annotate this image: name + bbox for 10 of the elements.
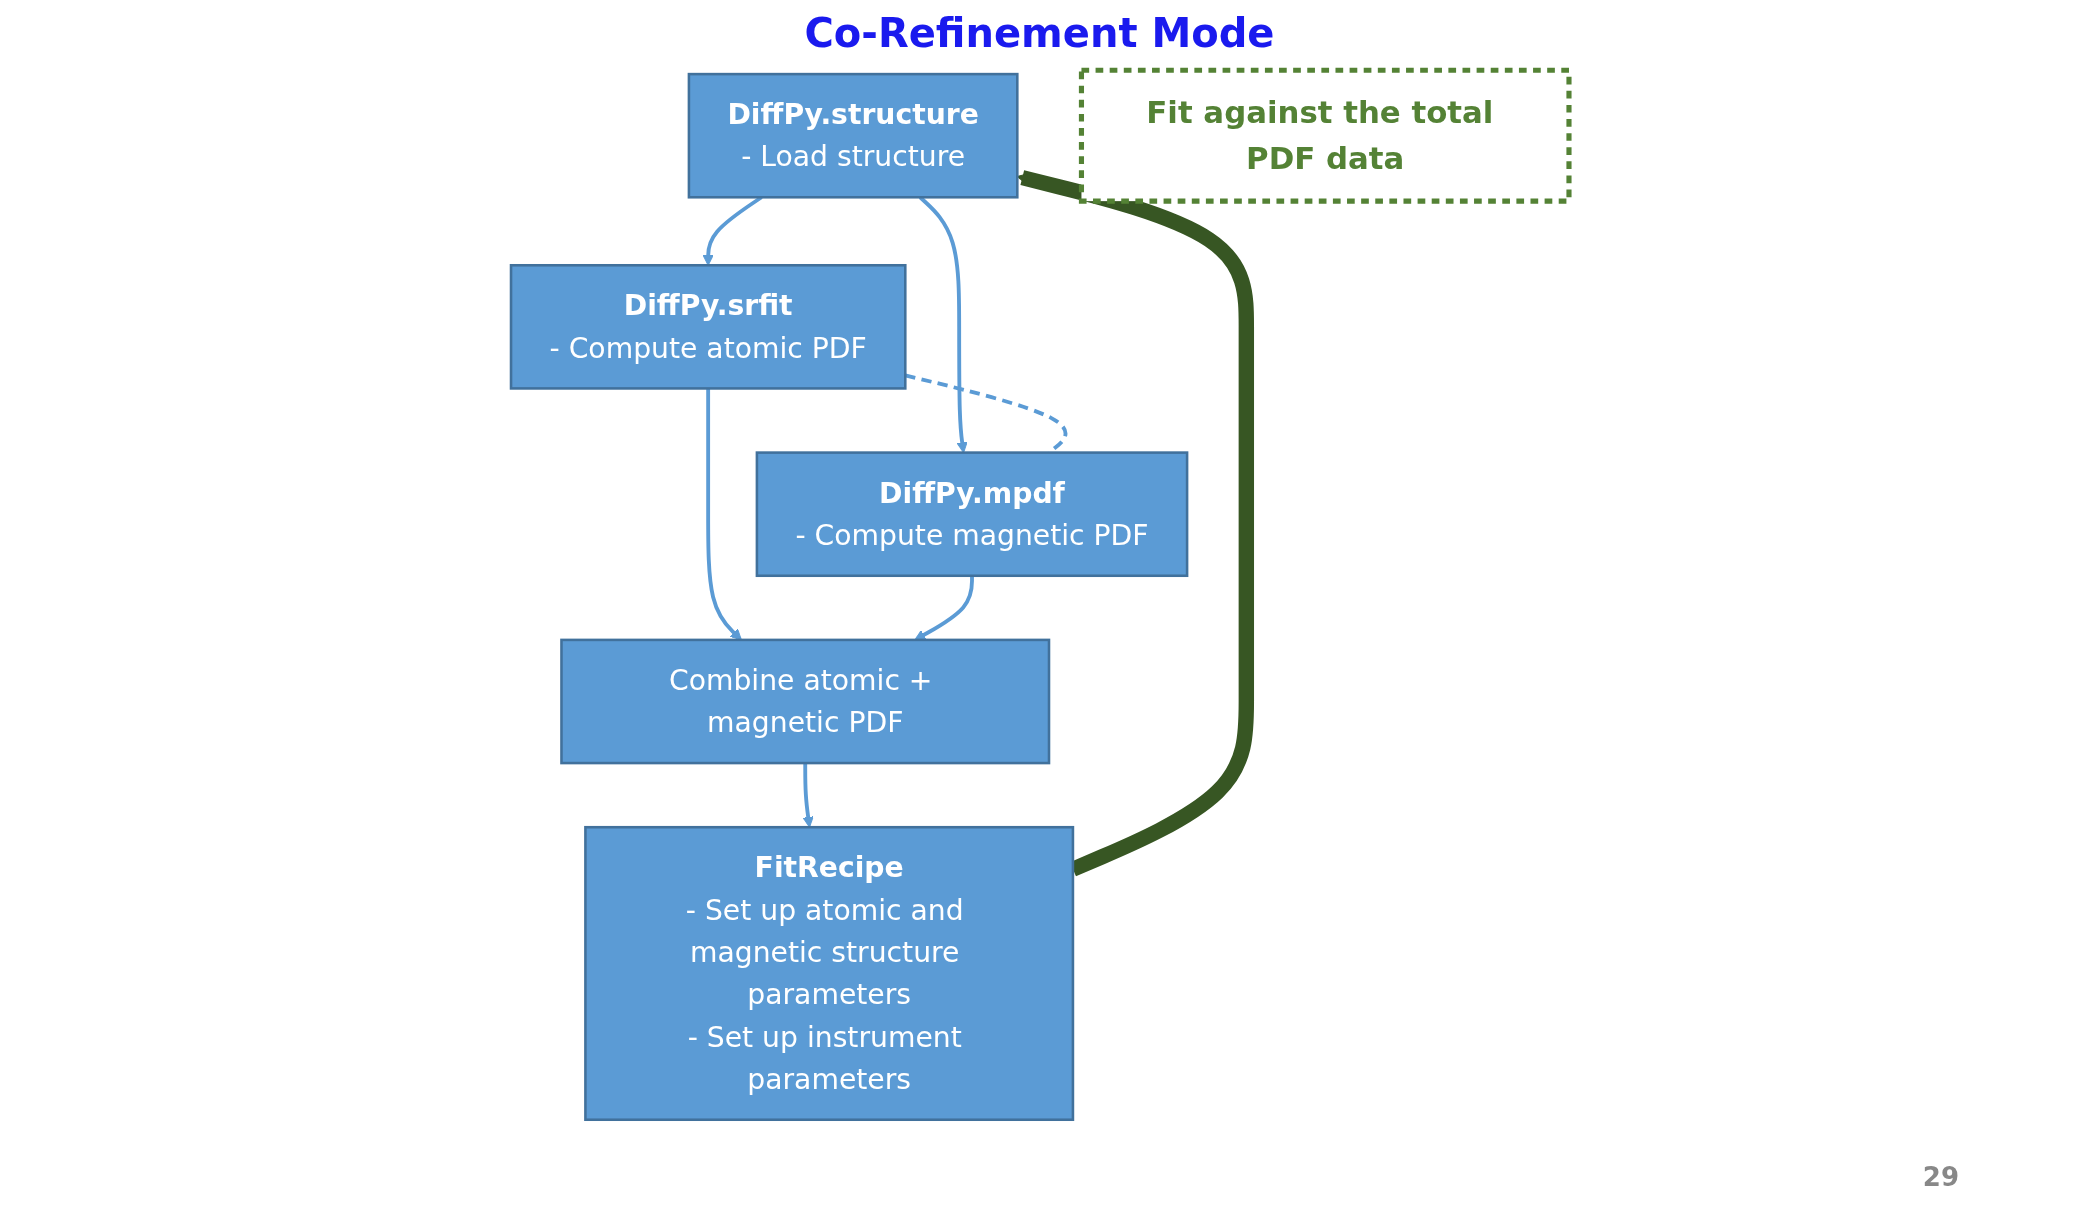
arrow [802, 763, 814, 828]
node-box: DiffPy.mpdf - Compute magnetic PDF [755, 451, 1188, 578]
node-box: DiffPy.structure - Load structure [687, 72, 1019, 199]
node-box: FitRecipe - Set up atomic and magnetic structure parameters - Set up instrument parameters [583, 825, 1074, 1122]
node-box: Combine atomic + magnetic PDF [559, 638, 1050, 765]
diagram-title: Co-Refinement Mode [803, 10, 1276, 56]
arrow [1016, 170, 1254, 877]
node-box: DiffPy.srfit - Compute atomic PDF [509, 264, 907, 390]
node-box: Fit against the total PDF data [1078, 67, 1572, 204]
page-number: 29 [1922, 1162, 1959, 1192]
